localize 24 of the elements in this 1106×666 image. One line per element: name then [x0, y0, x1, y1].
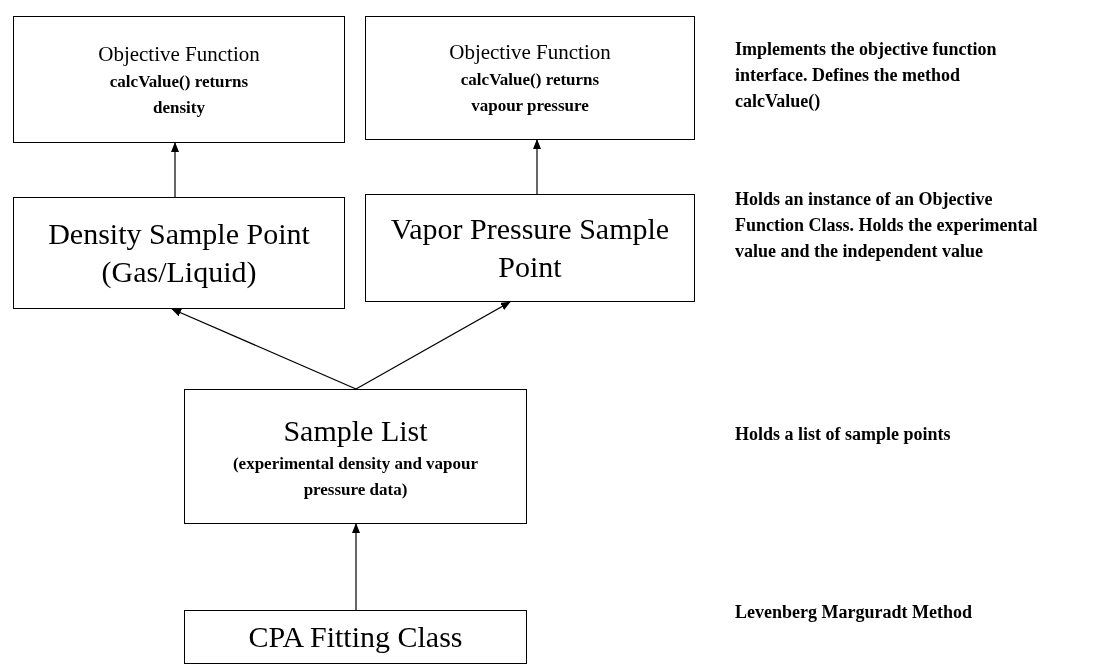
annotation-text: Holds an instance of an Objective Function Class. Holds the experimental value and the independent value: [735, 188, 1039, 263]
class-box: [13, 16, 345, 143]
class-box: [365, 194, 695, 302]
class-box: [184, 610, 527, 664]
arrow: [171, 142, 179, 198]
class-name: Density Sample Point (Gas/Liquid): [47, 216, 311, 290]
class-description: calcValue() returns density: [108, 70, 250, 119]
class-box: [13, 197, 345, 309]
annotation-text: Holds a list of sample points: [735, 423, 952, 446]
arrow: [352, 523, 360, 611]
class-description: (experimental density and vapour pressure data): [231, 452, 480, 501]
arrow: [355, 301, 511, 390]
class-description: calcValue() returns vapour pressure: [459, 69, 601, 117]
annotation-text: Implements the objective function interface. Defines the method calcValue(): [735, 38, 998, 113]
class-name: Objective Function: [449, 39, 611, 66]
class-box: [184, 389, 527, 524]
class-name: Vapor Pressure Sample Point: [389, 211, 671, 285]
class-name: CPA Fitting Class: [248, 619, 463, 655]
class-name: Sample List: [283, 412, 428, 449]
arrow: [533, 139, 541, 195]
arrow: [171, 308, 357, 390]
annotation-text: Levenberg Marguradt Method: [735, 601, 973, 624]
class-name: Objective Function: [98, 40, 260, 68]
class-box: [365, 16, 695, 140]
